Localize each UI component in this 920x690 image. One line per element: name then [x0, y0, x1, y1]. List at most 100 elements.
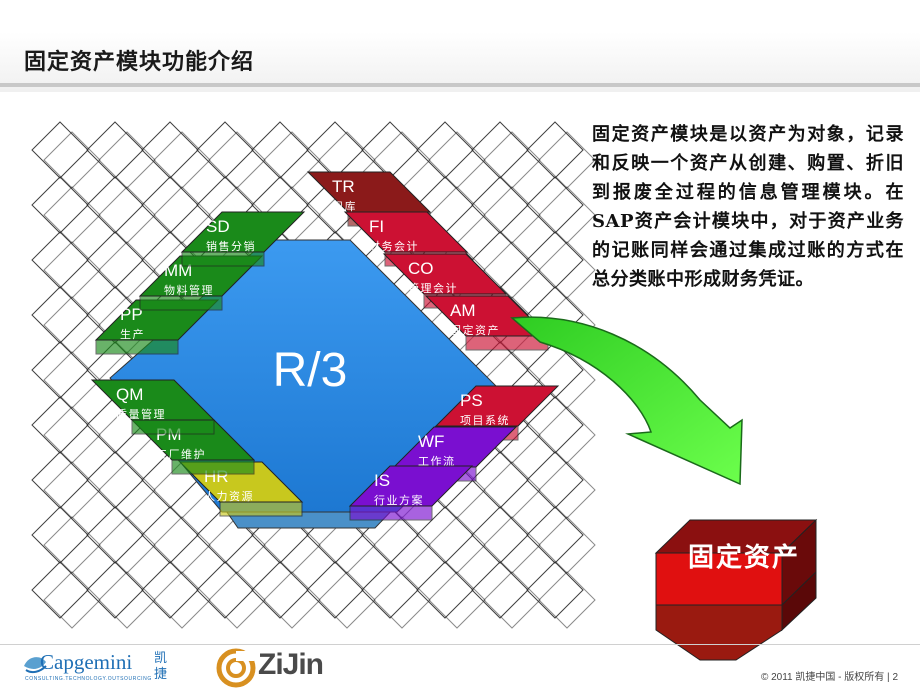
flow-arrow [510, 316, 743, 486]
grid-cell [43, 241, 101, 299]
module-name: 固定资产 [450, 323, 500, 337]
module-blocks: TR司库FI财务会计CO管理会计AM固定资产PS项目系统WF工作流IS行业方案H… [90, 171, 560, 521]
grid-cell [86, 231, 144, 289]
grid-cell [416, 121, 474, 179]
grid-cell [483, 186, 541, 244]
grid-cell [43, 351, 101, 409]
grid-cell [153, 131, 211, 189]
grid-cell [31, 121, 89, 179]
module-code: CO [408, 259, 434, 278]
grid-cell [196, 121, 254, 179]
module-name: 销售分销 [206, 239, 256, 253]
grid-cell [538, 406, 596, 464]
module-code: AM [450, 301, 476, 320]
module-name: 人力资源 [204, 489, 254, 503]
page-title: 固定资产模块功能介绍 [24, 49, 255, 74]
grid-cell [416, 561, 474, 619]
grid-cell [526, 176, 584, 234]
grid-cell [153, 186, 211, 244]
grid-cell [483, 461, 541, 519]
grid-cell [428, 131, 486, 189]
grid-cell [471, 506, 529, 564]
fixed-asset-cube [654, 518, 818, 661]
grid-cell [538, 461, 596, 519]
grid-cell [318, 571, 376, 629]
grid-cell [538, 351, 596, 409]
grid-cell [538, 186, 596, 244]
grid-cell [31, 396, 89, 454]
grid-cell [208, 516, 266, 574]
grid-cell [538, 131, 596, 189]
fixed-asset-label: 固定资产 [687, 543, 800, 573]
grid-cell [43, 296, 101, 354]
grid-cell [31, 506, 89, 564]
capgemini-logo-cn: 凯捷 [154, 650, 168, 681]
module-name: 生产 [120, 327, 145, 341]
grid-cell [306, 121, 364, 179]
module-name: 工厂维护 [156, 447, 206, 461]
footer-divider [0, 644, 920, 645]
grid-cell [31, 286, 89, 344]
grid-cell [538, 296, 596, 354]
grid-cell [483, 571, 541, 629]
module-name: 司库 [332, 200, 357, 213]
grid-cell [153, 516, 211, 574]
grid-cell [31, 176, 89, 234]
capgemini-logo-text: Capgemini [40, 650, 133, 674]
module-code: PS [460, 391, 483, 410]
grid-cell [153, 571, 211, 629]
grid-cell [361, 121, 419, 179]
grid-cell [526, 506, 584, 564]
grid-cell [141, 121, 199, 179]
module-description: 固定资产模块是以资产为对象，记录和反映一个资产从创建、购置、折旧到报废全过程的信… [592, 124, 904, 290]
grid-cell [86, 451, 144, 509]
title-divider [0, 83, 920, 87]
grid-cell [538, 516, 596, 574]
module-code: QM [116, 385, 143, 404]
grid-cell [306, 561, 364, 619]
grid-cell [416, 506, 474, 564]
grid-cell [526, 231, 584, 289]
grid-cell [86, 561, 144, 619]
grid-cell [251, 561, 309, 619]
grid-cell [251, 121, 309, 179]
grid-cell [196, 561, 254, 619]
grid-cell [86, 121, 144, 179]
grid-cell [263, 571, 321, 629]
grid-cell [318, 516, 376, 574]
title-bar [0, 0, 920, 92]
module-code: TR [332, 177, 355, 196]
grid-cell [43, 571, 101, 629]
grid-cell [98, 186, 156, 244]
grid-cell [31, 451, 89, 509]
grid-cell [526, 451, 584, 509]
module-name: 物料管理 [164, 283, 214, 297]
grid-cell [31, 341, 89, 399]
capgemini-tagline: CONSULTING.TECHNOLOGY.OUTSOURCING [25, 676, 152, 682]
grid-cell [208, 131, 266, 189]
grid-cell [141, 506, 199, 564]
grid-cell [428, 571, 486, 629]
grid-cell [526, 121, 584, 179]
grid-cell [471, 451, 529, 509]
module-code: FI [369, 217, 384, 236]
grid-cell [141, 176, 199, 234]
grid-cell [483, 241, 541, 299]
module-code: IS [374, 471, 390, 490]
zijin-mark-icon [216, 648, 256, 688]
module-name: 工作流 [418, 454, 456, 468]
module-block-am: AM 固定资产 [424, 295, 550, 351]
grid-cell [86, 176, 144, 234]
r3-core-label: R/3 [273, 344, 348, 397]
module-name: 管理会计 [408, 281, 458, 295]
module-code: WF [418, 432, 444, 451]
grid-cell [526, 396, 584, 454]
grid-cell [471, 121, 529, 179]
module-name: 项目系统 [460, 414, 510, 427]
grid-cell [43, 131, 101, 189]
grid-cell [98, 571, 156, 629]
grid-cell [373, 571, 431, 629]
